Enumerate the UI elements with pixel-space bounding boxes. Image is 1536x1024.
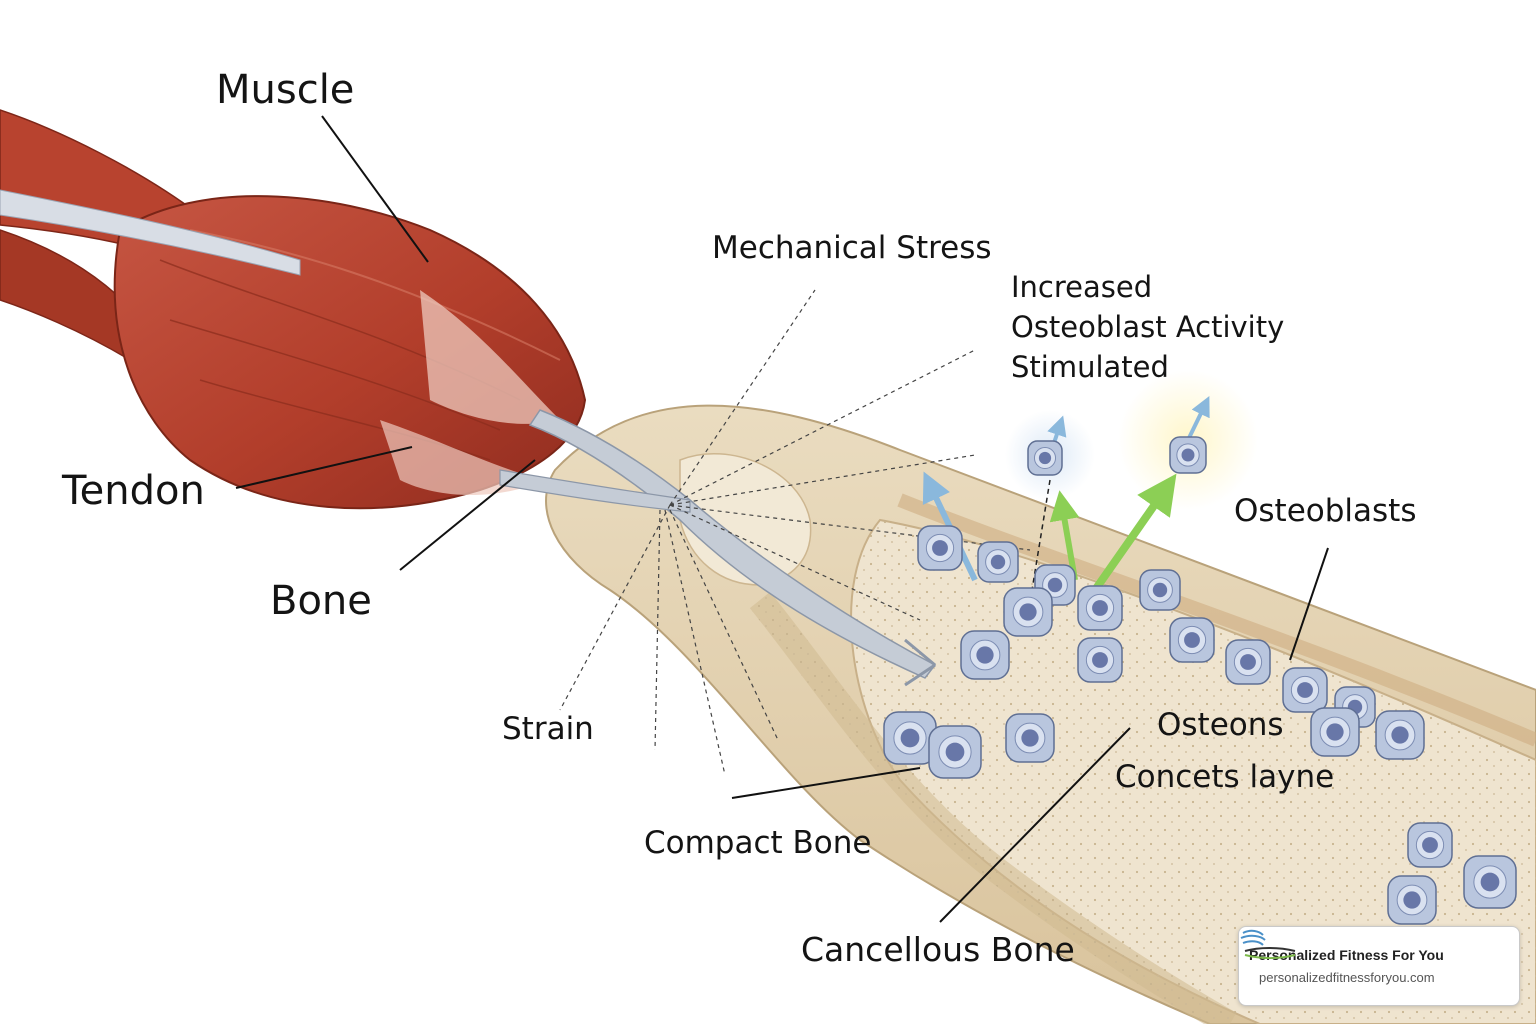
cell-nucleus [1184,632,1200,648]
label-bone: Bone [270,578,372,624]
label-strain: Strain [502,711,594,747]
cell-nucleus [1047,577,1063,593]
cell-nucleus [1326,723,1344,741]
strain-lines [559,289,1031,776]
cell-nucleus [932,540,948,556]
tendon [0,189,937,687]
cell-nucleus [1181,448,1195,462]
label-line: Stimulated [1011,350,1169,384]
watermark-url: personalizedfitnessforyou.com [1259,970,1435,985]
cell-nucleus [1391,726,1409,744]
label-muscle: Muscle [216,67,355,113]
watermark-badge: Personalized Fitness For You personalize… [1238,926,1520,1006]
label-tendon: Tendon [62,468,205,514]
cell-nucleus [1038,451,1052,465]
cell-nucleus [1021,729,1039,747]
cell-nucleus [900,728,920,748]
label-osteons: Osteons [1157,707,1284,743]
label-line: Osteoblast Activity [1011,310,1285,344]
cell-nucleus [1092,600,1108,616]
label-cancellous-bone: Cancellous Bone [801,930,1075,969]
cell-nucleus [1297,682,1313,698]
cell-nucleus [1092,652,1108,668]
cell-nucleus [990,554,1006,570]
watermark-name: Personalized Fitness For You [1249,947,1444,963]
cell-nucleus [1240,654,1256,670]
cell-nucleus [1422,837,1438,853]
osteoblast-cells [883,436,1517,925]
cell-nucleus [945,742,965,762]
cell-nucleus [976,646,994,664]
brand-logo-icon [1240,929,1296,959]
cell-nucleus [1019,603,1037,621]
label-concets-layne: Concets layne [1115,759,1335,795]
label-compact-bone: Compact Bone [644,825,872,861]
label-mechanical-stress: Mechanical Stress [712,230,992,266]
label-line: Increased [1011,270,1153,304]
cell-nucleus [1152,582,1168,598]
label-osteoblasts: Osteoblasts [1234,493,1417,529]
cell-nucleus [1480,872,1500,892]
muscle-belly [0,109,587,510]
cell-nucleus [1403,891,1421,909]
activity-arrows [922,396,1210,593]
leader-lines [235,115,1329,923]
